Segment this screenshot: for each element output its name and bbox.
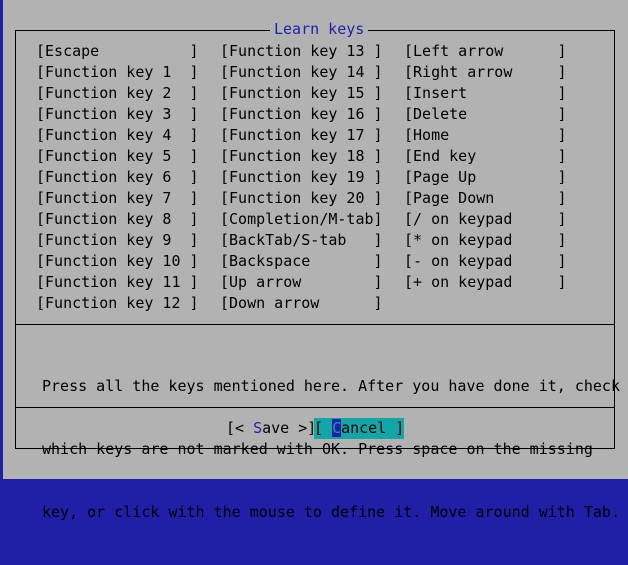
key-button[interactable]: [Function key 15 ] [220, 84, 383, 102]
key-button[interactable]: [Function key 18 ] [220, 147, 383, 165]
key-button[interactable]: [Function key 5 ] [36, 147, 199, 165]
key-button[interactable]: [Up arrow ] [220, 273, 383, 291]
key-button[interactable]: [Function key 14 ] [220, 63, 383, 81]
help-line: which keys are not marked with OK. Press… [42, 440, 593, 458]
key-button[interactable]: [Home ] [404, 126, 567, 144]
key-button[interactable]: [Down arrow ] [220, 294, 383, 312]
key-button[interactable]: [Backspace ] [220, 252, 383, 270]
key-button[interactable]: [Function key 17 ] [220, 126, 383, 144]
key-button[interactable]: [Delete ] [404, 105, 567, 123]
key-button[interactable]: [Function key 16 ] [220, 105, 383, 123]
key-button[interactable]: [Insert ] [404, 84, 567, 102]
key-button[interactable]: [Function key 1 ] [36, 63, 199, 81]
save-button-suffix: ave >] [262, 419, 317, 437]
save-button[interactable]: [< Save >] [226, 418, 316, 439]
separator-bottom [15, 407, 615, 408]
help-line: Press all the keys mentioned here. After… [42, 377, 620, 395]
key-button[interactable]: [Escape ] [36, 42, 199, 60]
key-button[interactable]: [Function key 19 ] [220, 168, 383, 186]
separator-top [15, 324, 615, 325]
key-button[interactable]: [Function key 13 ] [220, 42, 383, 60]
cancel-button[interactable]: [ Cancel ] [314, 418, 405, 439]
key-button[interactable]: [Function key 8 ] [36, 210, 199, 228]
key-button[interactable]: [Function key 20 ] [220, 189, 383, 207]
key-button[interactable]: [End key ] [404, 147, 567, 165]
key-button[interactable]: [Completion/M-tab] [220, 210, 383, 228]
help-text: Press all the keys mentioned here. After… [42, 334, 620, 565]
key-button[interactable]: [Function key 10 ] [36, 252, 199, 270]
key-button[interactable]: [Function key 12 ] [36, 294, 199, 312]
save-button-hotkey: S [253, 419, 263, 437]
dialog-title: Learn keys [270, 19, 369, 40]
key-button[interactable]: [Function key 7 ] [36, 189, 199, 207]
cancel-button-hotkey: C [332, 419, 342, 437]
key-button[interactable]: [Function key 4 ] [36, 126, 199, 144]
key-button[interactable]: [BackTab/S-tab ] [220, 231, 383, 249]
key-button[interactable]: [* on keypad ] [404, 231, 567, 249]
key-button[interactable]: [- on keypad ] [404, 252, 567, 270]
learn-keys-dialog: Learn keys [Escape ] [Function key 13 ] [L… [3, 0, 628, 521]
key-button[interactable]: [Page Up ] [404, 168, 567, 186]
key-button[interactable]: [Function key 11 ] [36, 273, 199, 291]
key-button[interactable]: [Function key 3 ] [36, 105, 199, 123]
help-line: key, or click with the mouse to define i… [42, 503, 620, 521]
key-button[interactable]: [Function key 6 ] [36, 168, 199, 186]
key-button[interactable]: [+ on keypad ] [404, 273, 567, 291]
key-button[interactable]: [Function key 2 ] [36, 84, 199, 102]
save-button-prefix: [< [226, 419, 254, 437]
key-button[interactable]: [Left arrow ] [404, 42, 567, 60]
key-button[interactable]: [Function key 9 ] [36, 231, 199, 249]
cancel-button-suffix: ancel ] [341, 419, 405, 437]
key-button[interactable]: [Right arrow ] [404, 63, 567, 81]
key-button[interactable]: [Page Down ] [404, 189, 567, 207]
key-button[interactable]: [/ on keypad ] [404, 210, 567, 228]
cancel-button-prefix: [ [314, 419, 333, 437]
